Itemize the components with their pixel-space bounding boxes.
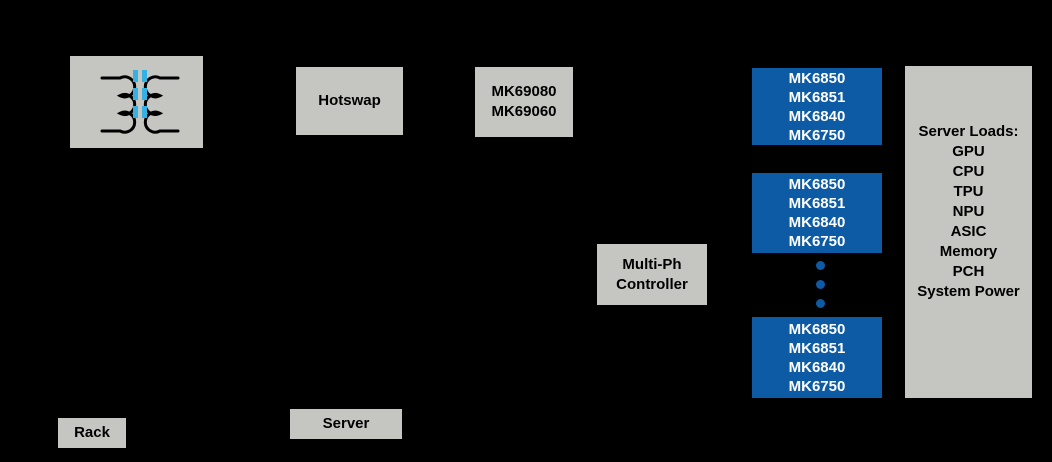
vr-part: MK6840 (788, 107, 846, 125)
vr-stage-block-2: MK6850 MK6851 MK6840 MK6750 (752, 173, 882, 253)
transformer-block (70, 56, 203, 148)
transformer-icon (100, 70, 180, 134)
server-label: Server (322, 415, 370, 432)
bus-converter-line: MK69060 (491, 103, 557, 120)
bus-converter-line: MK69080 (491, 83, 557, 100)
server-loads-block: Server Loads: GPU CPU TPU NPU ASIC Memor… (905, 66, 1032, 398)
multiph-line: Multi-Ph (622, 255, 682, 273)
server-load-item: ASIC (950, 223, 987, 240)
multiph-controller-block: Multi-Ph Controller (597, 244, 707, 305)
vr-stage-block-1: MK6850 MK6851 MK6840 MK6750 (752, 68, 882, 145)
server-load-item: NPU (952, 203, 985, 220)
server-load-item: CPU (952, 163, 985, 180)
hotswap-block: Hotswap (296, 67, 403, 135)
rack-label-block: Rack (58, 418, 126, 448)
vr-part: MK6850 (788, 69, 846, 87)
server-load-item: PCH (952, 263, 985, 280)
server-loads-title: Server Loads: (918, 123, 1019, 140)
server-load-item: TPU (953, 183, 984, 200)
server-label-block: Server (290, 409, 402, 439)
bus-converter-block: MK69080 MK69060 (475, 67, 573, 137)
vr-part: MK6851 (788, 88, 846, 106)
vr-stage-block-3: MK6850 MK6851 MK6840 MK6750 (752, 317, 882, 398)
vr-part: MK6851 (788, 339, 846, 357)
ellipsis-dot (816, 280, 825, 289)
vr-part: MK6851 (788, 195, 846, 212)
vr-part: MK6840 (788, 214, 846, 231)
server-load-item: System Power (917, 283, 1020, 300)
secondary-coil (143, 75, 180, 134)
vr-part: MK6750 (788, 377, 846, 395)
vr-part: MK6750 (788, 233, 846, 250)
server-load-item: GPU (952, 143, 985, 160)
ellipsis-dot (816, 299, 825, 308)
ellipsis-dot (816, 261, 825, 270)
vr-part: MK6850 (788, 320, 846, 338)
vr-part: MK6750 (788, 126, 846, 144)
vr-part: MK6850 (788, 176, 846, 193)
server-load-item: Memory (939, 243, 998, 260)
rack-label: Rack (74, 424, 110, 441)
primary-coil (100, 75, 137, 134)
vr-part: MK6840 (788, 358, 846, 376)
hotswap-label: Hotswap (318, 92, 381, 109)
multiph-line: Controller (616, 275, 688, 293)
